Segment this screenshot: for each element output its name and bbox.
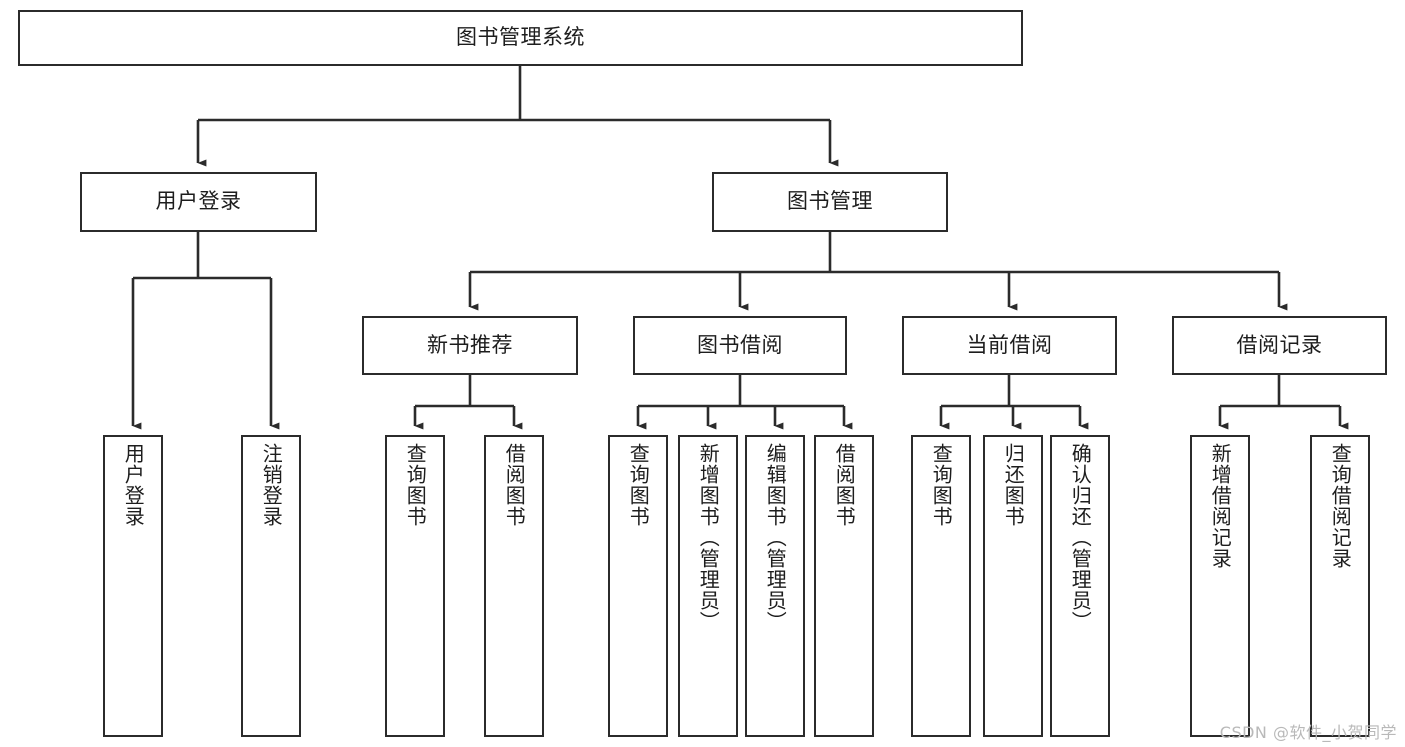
leaf-query-book-current-label: 查询图书 xyxy=(929,443,954,527)
leaf-borrow-book-newbook-label: 借阅图书 xyxy=(502,443,527,527)
leaf-add-borrow-record[interactable]: 新增借阅记录 xyxy=(1190,435,1250,737)
leaf-edit-book-admin[interactable]: 编辑图书（管理员） xyxy=(745,435,805,737)
leaf-return-book-label: 归还图书 xyxy=(1001,443,1026,527)
node-new-book-recommendation[interactable]: 新书推荐 xyxy=(362,316,578,375)
node-root[interactable]: 图书管理系统 xyxy=(18,10,1023,66)
leaf-query-book-newbook-label: 查询图书 xyxy=(403,443,428,527)
node-borrow-record-label: 借阅记录 xyxy=(1236,332,1323,357)
leaf-confirm-return-admin-label: 确认归还（管理员） xyxy=(1068,443,1093,632)
leaf-query-borrow-record-label: 查询借阅记录 xyxy=(1328,443,1353,569)
leaf-logout-login-label: 注销登录 xyxy=(259,443,284,527)
leaf-edit-book-admin-label: 编辑图书（管理员） xyxy=(763,443,788,632)
node-root-label: 图书管理系统 xyxy=(456,25,585,50)
node-user-login-label: 用户登录 xyxy=(155,189,242,214)
node-borrow-record[interactable]: 借阅记录 xyxy=(1172,316,1387,375)
leaf-borrow-book-newbook[interactable]: 借阅图书 xyxy=(484,435,544,737)
leaf-add-borrow-record-label: 新增借阅记录 xyxy=(1208,443,1233,569)
leaf-add-book-admin[interactable]: 新增图书（管理员） xyxy=(678,435,738,737)
leaf-logout-login[interactable]: 注销登录 xyxy=(241,435,301,737)
leaf-query-book-current[interactable]: 查询图书 xyxy=(911,435,971,737)
node-book-management-label: 图书管理 xyxy=(787,189,873,214)
leaf-query-book-borrow-label: 查询图书 xyxy=(626,443,651,527)
leaf-borrow-book-label: 借阅图书 xyxy=(832,443,857,527)
node-current-borrow-label: 当前借阅 xyxy=(966,332,1053,357)
leaf-add-book-admin-label: 新增图书（管理员） xyxy=(696,443,721,632)
node-book-borrow[interactable]: 图书借阅 xyxy=(633,316,847,375)
leaf-return-book[interactable]: 归还图书 xyxy=(983,435,1043,737)
node-current-borrow[interactable]: 当前借阅 xyxy=(902,316,1117,375)
leaf-user-login[interactable]: 用户登录 xyxy=(103,435,163,737)
leaf-query-borrow-record[interactable]: 查询借阅记录 xyxy=(1310,435,1370,737)
csdn-watermark: CSDN @软件_小贺同学 xyxy=(1219,723,1397,742)
node-book-management[interactable]: 图书管理 xyxy=(712,172,948,232)
node-user-login[interactable]: 用户登录 xyxy=(80,172,317,232)
leaf-borrow-book[interactable]: 借阅图书 xyxy=(814,435,874,737)
leaf-query-book-newbook[interactable]: 查询图书 xyxy=(385,435,445,737)
leaf-user-login-label: 用户登录 xyxy=(121,443,146,527)
leaf-query-book-borrow[interactable]: 查询图书 xyxy=(608,435,668,737)
leaf-confirm-return-admin[interactable]: 确认归还（管理员） xyxy=(1050,435,1110,737)
node-new-book-recommendation-label: 新书推荐 xyxy=(427,332,513,357)
node-book-borrow-label: 图书借阅 xyxy=(697,332,783,357)
